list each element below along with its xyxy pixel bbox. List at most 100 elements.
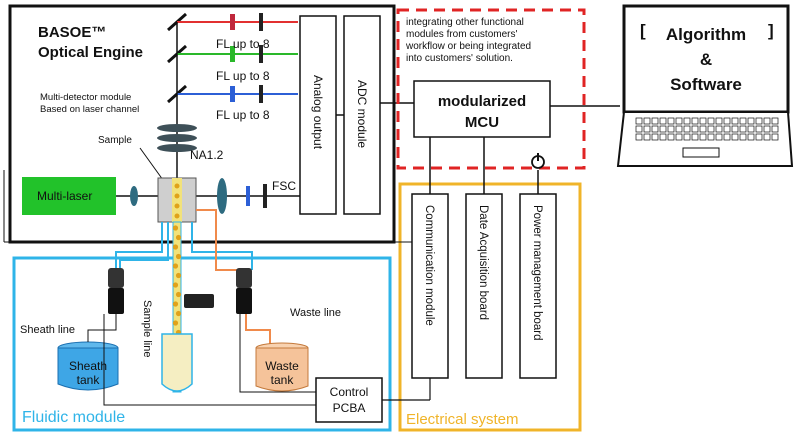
- detector-red: [259, 13, 263, 31]
- keyboard-key: [675, 117, 683, 125]
- keyboard-key: [643, 117, 651, 125]
- cell-particle: [174, 193, 180, 199]
- keyboard-key: [699, 133, 707, 141]
- keyboard-key: [659, 133, 667, 141]
- keyboard-key: [675, 125, 683, 133]
- electrical-system-box: [398, 182, 582, 432]
- waste-tube-lower: [245, 306, 271, 346]
- sample-stream: [172, 178, 182, 222]
- keyboard-key: [683, 133, 691, 141]
- keyboard-key: [715, 125, 723, 133]
- keyboard-key: [691, 133, 699, 141]
- sample-test-tube: [161, 333, 193, 392]
- power-management-board-label: Power management board: [531, 205, 543, 341]
- fluidic-module-label: Fluidic module: [22, 409, 125, 426]
- detector-green: [259, 45, 263, 63]
- sheath-valve: [108, 268, 124, 288]
- sheath-tank-label-line1: Sheath: [69, 359, 107, 373]
- keyboard-key: [635, 133, 643, 141]
- keyboard-key: [691, 125, 699, 133]
- keyboard-key: [739, 133, 747, 141]
- electrical-system-label: Electrical system: [406, 411, 519, 428]
- sheath-tank-label-line2: tank: [77, 373, 101, 387]
- sheath-tube-left: [115, 222, 163, 270]
- keyboard-key: [771, 133, 779, 141]
- mcu-label-line2: MCU: [465, 114, 499, 131]
- sample-particle: [175, 272, 182, 279]
- keyboard-key: [691, 117, 699, 125]
- keyboard-key: [667, 125, 675, 133]
- waste-tank: [255, 347, 309, 392]
- objective-lens: [157, 124, 197, 132]
- sample-particle: [172, 282, 179, 288]
- keyboard-key: [739, 125, 747, 133]
- keyboard-key: [755, 125, 763, 133]
- keyboard-key: [643, 133, 651, 141]
- objective-lens: [157, 144, 197, 152]
- integration-note-line4: into customers' solution.: [406, 53, 513, 64]
- keyboard-key: [747, 133, 755, 141]
- keyboard-key: [651, 133, 659, 141]
- keyboard-key: [771, 117, 779, 125]
- integration-dashed-box: [396, 8, 586, 170]
- sample-particle: [175, 253, 182, 260]
- sample-line-label: Sample line: [141, 300, 153, 357]
- sample-particle: [172, 263, 179, 269]
- keyboard-key: [651, 117, 659, 125]
- optical-engine-subtitle: Optical Engine: [38, 44, 143, 61]
- cell-particle: [174, 183, 180, 189]
- waste-valve: [236, 268, 252, 288]
- laptop-touchpad: [682, 147, 720, 158]
- keyboard-key: [755, 133, 763, 141]
- keyboard-key: [699, 125, 707, 133]
- waste-tank-label-line2: tank: [271, 373, 295, 387]
- keyboard-key: [667, 117, 675, 125]
- keyboard-key: [707, 125, 715, 133]
- optical-engine-title: BASOE™: [38, 24, 106, 41]
- detector-note-line2: Based on laser channel: [40, 104, 139, 115]
- keyboard-key: [763, 133, 771, 141]
- bracket-left: [: [640, 21, 646, 40]
- keyboard-key: [659, 125, 667, 133]
- detector-blue: [259, 85, 263, 103]
- software-line1: Algorithm: [666, 25, 746, 44]
- waste-tank-label-line1: Waste: [265, 359, 299, 373]
- keyboard-key: [723, 125, 731, 133]
- sample-particle: [175, 234, 182, 241]
- keyboard-key: [699, 117, 707, 125]
- adc-module-label: ADC module: [355, 80, 369, 148]
- sample-particle: [175, 291, 182, 298]
- fl-channel-label: FL up to 8: [216, 69, 270, 83]
- na-label: NA1.2: [190, 148, 224, 162]
- waste-line-label: Waste line: [290, 307, 341, 319]
- integration-note-line2: modules from customers': [406, 29, 517, 40]
- objective-lens: [157, 134, 197, 142]
- sample-particle: [172, 225, 179, 231]
- fsc-label: FSC: [272, 179, 296, 193]
- filter-red-1: [230, 14, 235, 30]
- mcu-box: [413, 80, 551, 138]
- software-line3: Software: [670, 75, 742, 94]
- sample-pump: [184, 294, 214, 308]
- keyboard-key: [739, 117, 747, 125]
- keyboard-key: [659, 117, 667, 125]
- control-pcba-line2: PCBA: [333, 401, 366, 415]
- filter-green: [230, 46, 235, 62]
- keyboard-key: [707, 117, 715, 125]
- sheath-tube-right: [191, 222, 253, 270]
- multi-laser-label: Multi-laser: [37, 189, 92, 203]
- fluidic-module-box: [12, 256, 392, 432]
- keyboard-key: [747, 125, 755, 133]
- data-acquisition-board-label: Date Acquisition board: [477, 205, 489, 320]
- keyboard-key: [635, 117, 643, 125]
- keyboard-key: [667, 133, 675, 141]
- fsc-filter: [246, 186, 250, 206]
- mcu-label-line1: modularized: [438, 93, 526, 110]
- keyboard-key: [731, 117, 739, 125]
- fl-channel-label: FL up to 8: [216, 108, 270, 122]
- integration-note-line3: workflow or being integrated: [405, 41, 531, 52]
- pcba-to-sheath-pump: [103, 314, 316, 406]
- keyboard-key: [715, 133, 723, 141]
- laptop-screen: [622, 4, 790, 114]
- sample-tube: [172, 221, 182, 393]
